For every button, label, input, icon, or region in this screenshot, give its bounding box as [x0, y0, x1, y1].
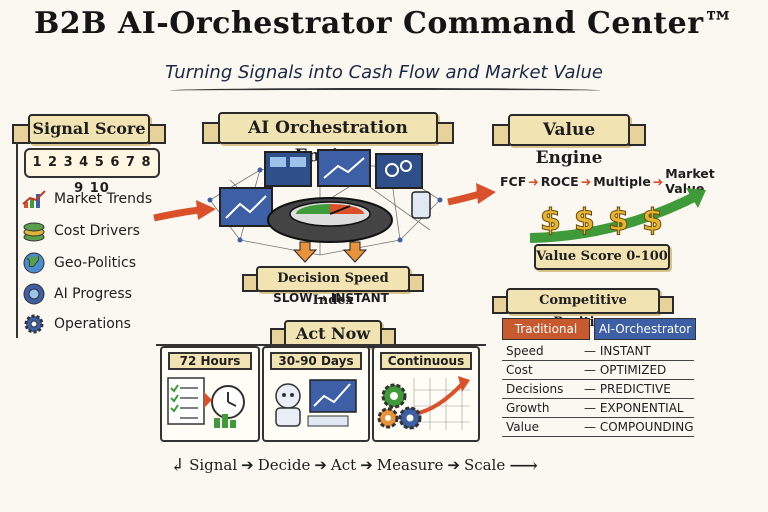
- flow-curve-icon: ↲: [170, 454, 186, 476]
- ribbon-tail-right: [658, 296, 674, 314]
- svg-text:$: $: [540, 203, 561, 238]
- act-now-heading-text: Act Now: [295, 324, 371, 343]
- subtitle-underline: [170, 88, 600, 93]
- phase-continuous: Continuous: [372, 346, 480, 442]
- ribbon-tail-right: [628, 124, 646, 146]
- robot-dashboard-icon: [275, 379, 357, 427]
- value-score-text: Value Score 0-100: [536, 249, 668, 264]
- flow-step: Decide: [257, 456, 311, 474]
- flow-step: Signal: [189, 456, 238, 474]
- ribbon-tail-left: [242, 274, 258, 292]
- row-label: Speed: [506, 344, 544, 358]
- decision-speed-label: Decision Speed Index: [277, 271, 389, 308]
- formula-step: ROCE: [540, 173, 579, 189]
- table-row: Decisions — PREDICTIVE: [502, 380, 694, 399]
- arrow-signal-to-engine: [153, 200, 216, 222]
- flow-arrow-icon: ➔: [360, 456, 373, 474]
- process-flow: ↲ Signal ➔ Decide ➔ Act ➔ Measure ➔ Scal…: [170, 452, 550, 478]
- value-score-label: Value Score 0-100: [534, 244, 670, 270]
- decision-speed-index: Decision Speed Index: [256, 266, 410, 308]
- phase-72-hours: 72 Hours: [160, 346, 260, 442]
- signal-item-market-trends: Market Trends: [22, 186, 152, 212]
- ribbon-tail-right: [408, 274, 424, 292]
- row-value: — OPTIMIZED: [584, 363, 667, 377]
- ribbon-tail-left: [492, 296, 508, 314]
- formula-arrow-icon: ➜: [528, 173, 539, 189]
- page-title: B2B AI-Orchestrator Command Center™: [33, 6, 735, 41]
- signal-panel-border: [16, 142, 168, 338]
- row-value: — PREDICTIVE: [584, 382, 671, 396]
- formula-arrow-icon: ➜: [580, 173, 592, 189]
- signal-item-label: Market Trends: [54, 191, 153, 207]
- phase-30-90-days: 30-90 Days: [262, 346, 370, 442]
- formula-step: Multiple: [593, 173, 651, 189]
- flow-step: Act: [330, 456, 357, 474]
- signal-item-label: Geo-Politics: [54, 255, 136, 271]
- flow-arrow-icon: ➔: [447, 456, 460, 474]
- row-label: Growth: [506, 401, 550, 415]
- formula-step: FCF: [500, 173, 527, 189]
- ribbon-tail-right: [436, 122, 454, 144]
- decision-speed-range: SLOW → INSTANT: [273, 291, 389, 305]
- ribbon-tail-left: [202, 122, 220, 144]
- value-engine-heading: Value Engine: [508, 114, 630, 168]
- flow-arrow-icon: ➔: [241, 456, 254, 474]
- ribbon-tail-left: [492, 124, 510, 146]
- ai-brain-icon: [23, 283, 45, 305]
- row-value: — COMPOUNDING: [584, 420, 694, 434]
- trend-chart-icon: [22, 190, 46, 208]
- row-label: Decisions: [506, 382, 564, 396]
- signal-score-heading-text: Signal Score: [32, 119, 146, 138]
- orchestration-engine-illustration: [207, 149, 443, 263]
- flow-end-arrow-icon: ⟶: [509, 453, 538, 477]
- flow-arrow-icon: ➔: [314, 456, 327, 474]
- phase-label: 72 Hours: [168, 352, 252, 370]
- competitive-heading: Competitive Position: [506, 288, 660, 330]
- signal-score-heading: Signal Score: [28, 114, 150, 144]
- checklist-stopwatch-icon: [167, 377, 245, 428]
- flow-step: Measure: [376, 456, 444, 474]
- ribbon-tail-left: [12, 124, 30, 144]
- signal-item-label: Operations: [54, 316, 131, 332]
- comparison-table: Speed — INSTANT Cost — OPTIMIZED Decisions…: [502, 342, 694, 437]
- row-label: Cost: [506, 363, 533, 377]
- value-engine-heading-text: Value Engine: [535, 120, 603, 168]
- score-scale: 1 2 3 4 5 6 7 8 9 10: [24, 148, 160, 196]
- signal-item-cost-drivers: Cost Drivers: [22, 218, 140, 244]
- formula-arrow-icon: ➜: [652, 173, 664, 189]
- flow-step: Scale: [463, 456, 506, 474]
- phase-label: Continuous: [380, 352, 472, 370]
- table-row: Value — COMPOUNDING: [502, 418, 694, 437]
- row-value: — EXPONENTIAL: [584, 401, 684, 415]
- act-now-divider: [156, 344, 486, 442]
- column-traditional: Traditional: [502, 318, 590, 340]
- table-row: Growth — EXPONENTIAL: [502, 399, 694, 418]
- arrow-engine-to-value: [447, 183, 496, 206]
- table-row: Cost — OPTIMIZED: [502, 361, 694, 380]
- coin-stack-icon: [23, 222, 45, 242]
- globe-icon: [23, 252, 45, 274]
- signal-item-geo-politics: Geo-Politics: [22, 250, 136, 276]
- svg-text:$: $: [642, 203, 663, 238]
- signal-item-ai-progress: AI Progress: [22, 281, 132, 307]
- phase-label: 30-90 Days: [270, 352, 362, 370]
- signal-item-label: AI Progress: [54, 286, 132, 302]
- gears-growth-icon: [377, 376, 470, 430]
- signal-item-label: Cost Drivers: [54, 223, 140, 239]
- dollar-growth-icon: $ $ $ $: [530, 188, 706, 243]
- row-label: Value: [506, 420, 539, 434]
- row-value: — INSTANT: [584, 344, 651, 358]
- table-row: Speed — INSTANT: [502, 342, 694, 361]
- signal-item-operations: Operations: [22, 311, 131, 337]
- svg-text:$: $: [574, 203, 595, 238]
- svg-text:$: $: [608, 203, 629, 238]
- ribbon-tail-right: [148, 124, 166, 144]
- column-ai-orchestrator: AI-Orchestrator: [594, 318, 696, 340]
- gear-icon: [24, 314, 44, 334]
- page-subtitle: Turning Signals into Cash Flow and Marke…: [165, 62, 603, 83]
